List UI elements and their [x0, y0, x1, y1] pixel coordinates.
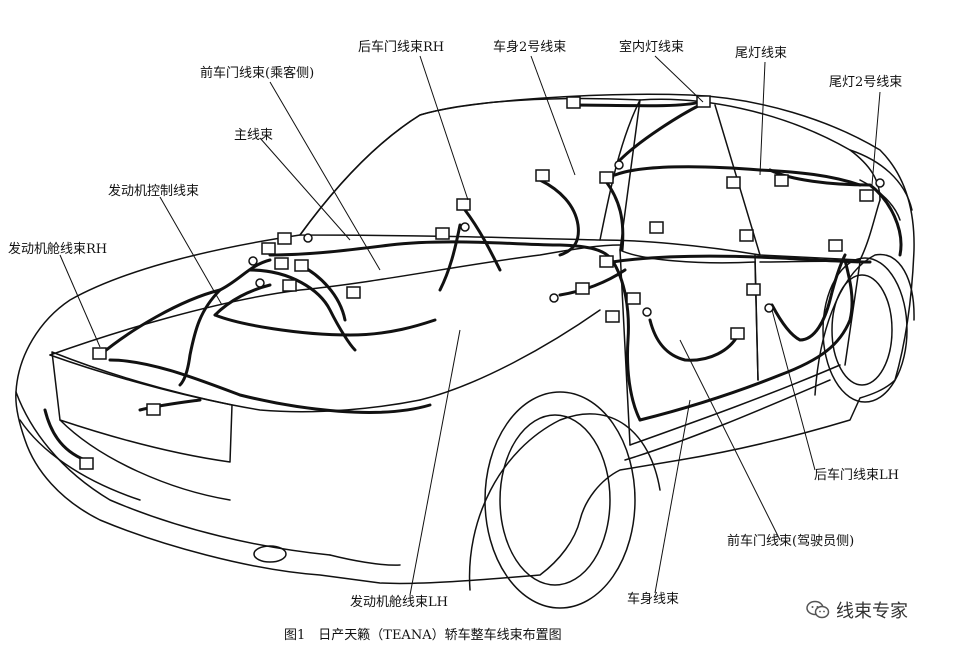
watermark: 线束专家 [806, 597, 908, 623]
connector [726, 176, 741, 189]
harness-body [638, 258, 854, 422]
connector [146, 403, 161, 416]
label-rear-door-lh: 后车门线束LH [814, 468, 899, 483]
front-wheel [484, 391, 636, 609]
connector [566, 96, 581, 109]
harness-engine-room-lh [248, 268, 357, 352]
harness-room-lamp [618, 103, 702, 162]
connector [274, 257, 289, 270]
label-tail-lamp-no2: 尾灯2号线束 [829, 75, 903, 90]
harness-tail [768, 168, 903, 257]
connector [435, 227, 450, 240]
leader-room-lamp [654, 55, 704, 103]
connector [277, 232, 292, 245]
connector [739, 229, 754, 242]
connector [605, 310, 620, 323]
wechat-icon [806, 600, 830, 619]
label-front-door-driver: 前车门线束(驾驶员侧) [727, 534, 855, 549]
round-connector [549, 293, 559, 303]
harness-rear-door [770, 253, 847, 342]
connector [92, 347, 107, 360]
connector [774, 174, 789, 187]
connector [828, 239, 843, 252]
round-connector [875, 178, 885, 188]
label-rear-door-rh: 后车门线束RH [358, 40, 445, 55]
round-connector [303, 233, 313, 243]
leader-front-door-driver [679, 339, 781, 541]
round-connector [764, 303, 774, 313]
leader-rear-door-lh [771, 309, 816, 471]
leader-engine-room-rh [59, 254, 101, 348]
connector [599, 255, 614, 268]
harness-main [268, 240, 614, 262]
hood [49, 244, 621, 356]
figure-caption: 图1 日产天籁（TEANA）轿车整车线束布置图 [284, 628, 562, 643]
connector [599, 171, 614, 184]
label-front-door-passenger: 前车门线束(乘客侧) [200, 66, 315, 81]
round-connector [642, 307, 652, 317]
label-tail-lamp: 尾灯线束 [735, 46, 788, 61]
label-engine-control: 发动机控制线束 [108, 184, 200, 199]
label-room-lamp: 室内灯线束 [619, 40, 685, 55]
connector [535, 169, 550, 182]
leader-front-door-passenger [269, 81, 381, 271]
label-engine-room-lh: 发动机舱线束LH [350, 595, 448, 610]
harness-engine-room [98, 258, 272, 357]
leader-engine-control [159, 196, 223, 306]
leader-body [654, 399, 691, 594]
rear-wheel [822, 257, 908, 403]
watermark-text: 线束专家 [836, 601, 908, 622]
leader-tail-lamp-no2 [871, 91, 881, 186]
harness-body-no2 [538, 178, 580, 257]
round-connector [614, 160, 624, 170]
leader-rear-door-rh [419, 55, 469, 201]
label-engine-room-rh: 发动机舱线束RH [8, 242, 108, 257]
connector [696, 95, 711, 108]
connector [79, 457, 94, 470]
connector [859, 189, 874, 202]
connector [456, 198, 471, 211]
connector [730, 327, 745, 340]
round-connector [248, 256, 258, 266]
label-body: 车身线束 [627, 592, 680, 607]
connector [346, 286, 361, 299]
label-main: 主线束 [234, 128, 274, 143]
round-connector [255, 278, 265, 288]
connector [282, 279, 297, 292]
grille [51, 351, 233, 463]
harness-front-door [648, 318, 740, 362]
connector [294, 259, 309, 272]
leader-engine-room-lh [409, 329, 461, 596]
round-connector [460, 222, 470, 232]
connector [261, 242, 276, 255]
leader-main [259, 137, 351, 241]
leader-body-no2 [530, 55, 576, 176]
connector [746, 283, 761, 296]
connector [575, 282, 590, 295]
connector [626, 292, 641, 305]
connector [649, 221, 664, 234]
label-body-no2: 车身2号线束 [493, 40, 567, 55]
leader-tail-lamp [759, 61, 766, 176]
